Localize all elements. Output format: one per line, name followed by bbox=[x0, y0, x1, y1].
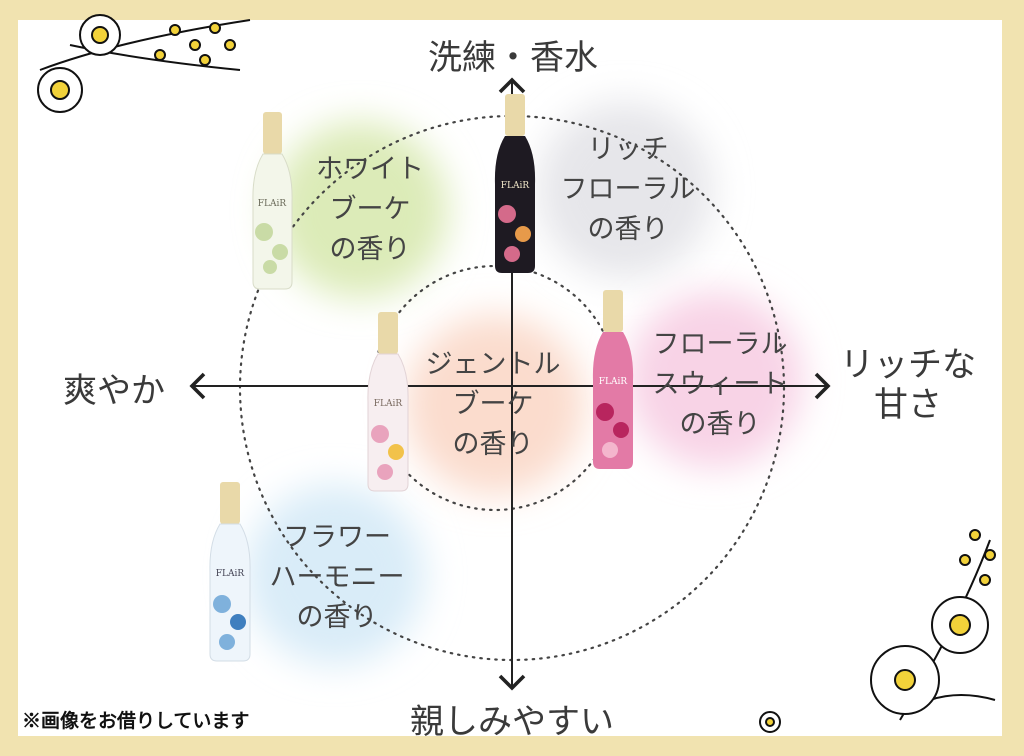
scent-label-line: の香り bbox=[452, 429, 534, 460]
scent-label-white-bouquet: ホワイト ブーケ の香り bbox=[305, 150, 435, 270]
svg-text:FLAiR: FLAiR bbox=[258, 199, 287, 209]
scent-label-rich-floral: リッチ フローラル の香り bbox=[553, 130, 703, 250]
axis-label-top: 洗練・香水 bbox=[428, 38, 598, 78]
axis-label-right-line2: 甘さ bbox=[874, 385, 942, 425]
scent-blob-rich bbox=[537, 102, 713, 278]
scent-label-gentle-bouquet: ジェントル ブーケ の香り bbox=[418, 345, 568, 465]
axis-label-left: 爽やか bbox=[63, 371, 165, 411]
scent-label-floral-sweet: フローラル スウィート の香り bbox=[645, 325, 795, 445]
scent-label-line: の香り bbox=[329, 234, 411, 265]
axis-label-right: リッチな 甘さ bbox=[838, 345, 978, 425]
scent-label-flower-harmony: フラワー ハーモニー の香り bbox=[262, 518, 412, 638]
floral-decoration-topleft bbox=[37, 14, 251, 113]
scent-label-line: の香り bbox=[587, 214, 669, 245]
floral-decoration-bottomright bbox=[759, 529, 996, 733]
scent-label-line: スウィート bbox=[652, 369, 788, 400]
scent-label-line: ハーモニー bbox=[269, 562, 405, 593]
scent-label-line: ブーケ bbox=[452, 389, 534, 420]
scent-label-line: の香り bbox=[296, 602, 378, 633]
image-credit: ※画像をお借りしています bbox=[22, 710, 250, 732]
svg-text:FLAiR: FLAiR bbox=[599, 377, 628, 387]
scent-label-line: ホワイト bbox=[316, 154, 424, 185]
scent-label-line: ジェントル bbox=[425, 349, 561, 380]
scent-blob-sweet bbox=[627, 292, 803, 468]
scent-blob-white bbox=[272, 122, 448, 298]
bottle-flower-harmony: FLAiR bbox=[209, 482, 251, 662]
scent-label-line: ブーケ bbox=[329, 194, 411, 225]
svg-text:FLAiR: FLAiR bbox=[374, 399, 403, 409]
axis-label-bottom: 親しみやすい bbox=[410, 702, 614, 742]
bottle-floral-sweet: FLAiR bbox=[592, 290, 634, 469]
scent-label-line: フラワー bbox=[283, 522, 391, 553]
scent-label-line: の香り bbox=[679, 409, 761, 440]
bottle-white-bouquet: FLAiR bbox=[252, 112, 293, 290]
bottle-gentle-bouquet: FLAiR bbox=[367, 312, 409, 492]
scent-label-line: リッチ bbox=[587, 134, 669, 165]
bottle-rich-floral: FLAiR bbox=[494, 94, 536, 273]
scent-blob-harmony bbox=[245, 485, 425, 665]
svg-text:FLAiR: FLAiR bbox=[216, 569, 245, 579]
scent-label-line: フローラル bbox=[652, 329, 788, 360]
axis-label-right-line1: リッチな bbox=[840, 345, 976, 385]
scent-label-line: フローラル bbox=[560, 174, 696, 205]
scent-blob-gentle bbox=[405, 315, 585, 495]
svg-text:FLAiR: FLAiR bbox=[501, 181, 530, 191]
